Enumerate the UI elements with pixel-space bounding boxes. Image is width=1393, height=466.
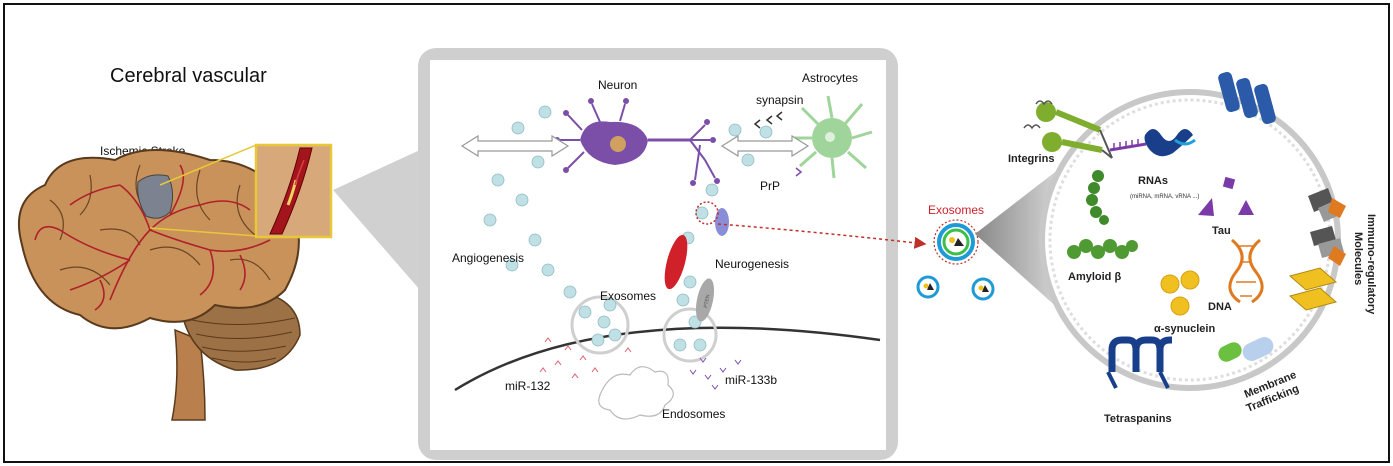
amyloid-label: Amyloid β [1068, 271, 1121, 283]
rnas-sub-label: (miRNA, mRNA, vRNA ...) [1130, 194, 1199, 200]
dna-molecule [1228, 238, 1264, 304]
immuno-label-line2: Molecules [1352, 232, 1364, 285]
cell-membrane [454, 326, 881, 392]
transfer-arrow-right [720, 134, 810, 158]
endosome-shape [598, 366, 674, 420]
membrane-trafficking-molecule [1218, 337, 1274, 362]
astrocyte-cell [792, 95, 873, 179]
tau-molecule [1198, 176, 1254, 216]
rna-molecule [1109, 129, 1196, 157]
stroke-region [137, 174, 174, 219]
zoom-cone-left [333, 150, 420, 290]
mir133b-label: miR-133b [725, 373, 777, 387]
astrocytes-label: Astrocytes [802, 71, 858, 85]
integrins-molecule [1023, 100, 1113, 159]
integrins-label: Integrins [1008, 153, 1054, 165]
cerebellum [179, 291, 301, 371]
pten-label: PTEN [703, 294, 711, 309]
blue-receptor [715, 208, 729, 236]
angiogenesis-label: Angiogenesis [452, 251, 524, 265]
mir132-markers [539, 337, 632, 379]
synapsin-label: synapsin [756, 93, 803, 107]
amyloid-molecule [1067, 239, 1138, 259]
exosome-transfer-arrow [717, 223, 927, 249]
transfer-arrow-left [460, 134, 570, 158]
exosomes-center-label: Exosomes [600, 289, 656, 303]
pit-right [662, 307, 718, 363]
dna-label: DNA [1208, 301, 1232, 313]
prp-label: PrP [760, 179, 780, 193]
neuron-label: Neuron [598, 78, 637, 92]
exosome-panel: Exosomes [916, 71, 1377, 425]
center-panel: Neuron Astrocytes synapsin PrP [418, 48, 927, 460]
synuclein-label: α-synuclein [1154, 323, 1215, 335]
tetraspanins-label: Tetraspanins [1104, 413, 1172, 425]
exosomes-right-label: Exosomes [928, 203, 984, 217]
synapsin-markers [753, 111, 803, 177]
green-chain [1086, 170, 1109, 225]
immuno-label-line1: Immuno-regulatory [1365, 214, 1377, 315]
immuno-regulatory-molecules [1288, 188, 1346, 311]
cerebral-vascular-title: Cerebral vascular [110, 65, 267, 87]
pit-left [570, 295, 630, 355]
tetraspanin-bottom [1106, 336, 1172, 389]
cerebral-vessels [34, 164, 271, 311]
red-receptor [664, 234, 688, 290]
rnas-label: RNAs [1138, 175, 1168, 187]
mini-exosome-1 [916, 275, 940, 299]
mir132-label: miR-132 [505, 379, 551, 393]
mir133b-markers [689, 357, 742, 390]
tau-label: Tau [1212, 225, 1231, 237]
small-exosome [933, 219, 979, 265]
mini-exosome-2 [971, 277, 995, 301]
highlight-circle [695, 201, 719, 225]
neurogenesis-label: Neurogenesis [715, 257, 789, 271]
brain-panel: Cerebral vascular Ischemic Stroke [17, 65, 420, 421]
pten-receptor [695, 278, 715, 322]
brainstem [171, 328, 206, 421]
synuclein-molecule [1160, 270, 1200, 316]
tetraspanin-top [1218, 71, 1276, 125]
endosomes-label: Endosomes [662, 407, 725, 421]
